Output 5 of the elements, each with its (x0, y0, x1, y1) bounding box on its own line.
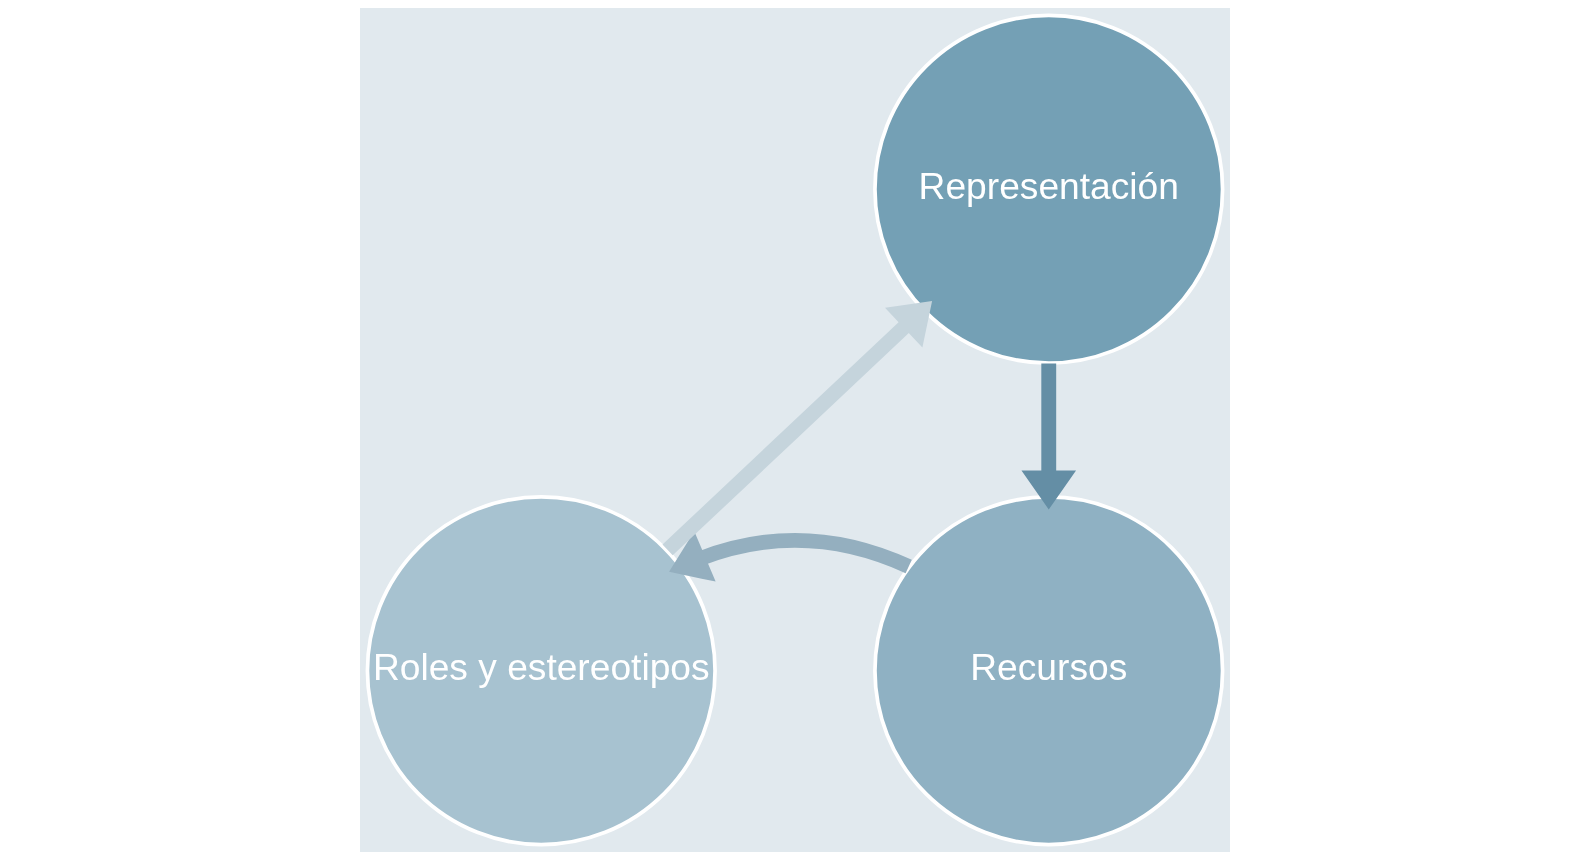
arrow (662, 300, 932, 556)
arrow (668, 531, 912, 582)
node-circle: Representación (872, 13, 1224, 365)
node-circle: Recursos (872, 495, 1224, 847)
arrow (1020, 363, 1076, 510)
